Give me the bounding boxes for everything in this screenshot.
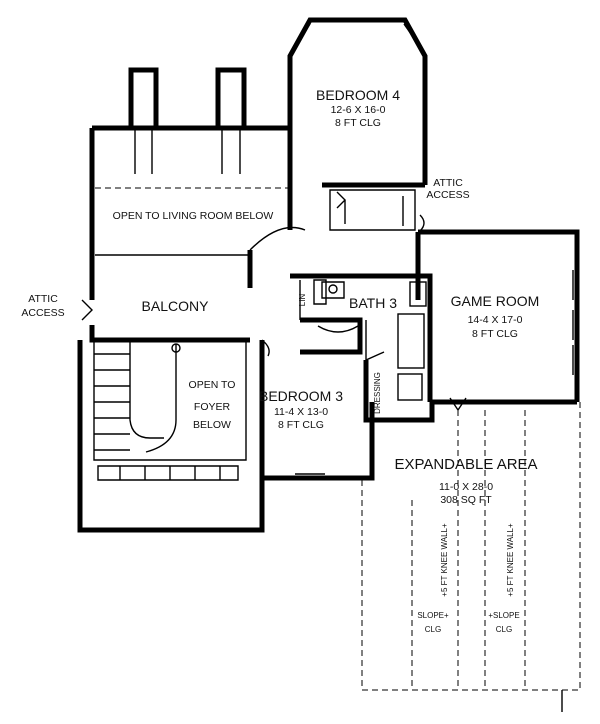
bath-vanity-wall — [300, 317, 363, 355]
expandable-dims: 11-0 X 28-0 — [439, 481, 493, 493]
chimney-hearths — [134, 128, 241, 174]
linen-closet — [299, 279, 327, 320]
balustrade — [97, 465, 239, 481]
balusters — [119, 466, 221, 480]
vanity-sink — [317, 325, 359, 333]
bath3-walls — [290, 273, 433, 402]
walls — [77, 17, 581, 712]
closet-outline — [329, 189, 416, 231]
dressing-label: DRESSING — [373, 372, 382, 414]
tub — [397, 313, 425, 369]
stair-rail — [129, 340, 164, 439]
sink-right — [409, 281, 427, 307]
attic-door-top — [419, 214, 425, 232]
open-foyer-3: BELOW — [193, 419, 231, 431]
expandable-sqft: 308 SQ FT — [440, 494, 492, 506]
gameroom-walls — [418, 229, 580, 402]
bedroom4-ceiling: 8 FT CLG — [335, 117, 381, 129]
expandable-outline — [361, 402, 581, 691]
stair-curve — [145, 344, 177, 453]
attic-arrow-left — [81, 299, 93, 321]
expandable-door — [449, 397, 467, 411]
open-living-label: OPEN TO LIVING ROOM BELOW — [113, 210, 274, 222]
bay-windows — [295, 23, 419, 45]
bath-door — [365, 320, 385, 362]
bedroom3-door — [261, 339, 270, 357]
balcony-label: BALCONY — [142, 298, 210, 314]
slope-left-2: CLG — [425, 625, 441, 634]
bedroom4-bay — [287, 17, 428, 185]
attic-access-left-1: ATTIC — [28, 293, 58, 305]
bedroom3-title: BEDROOM 3 — [259, 388, 343, 404]
newel-post — [171, 343, 181, 353]
stair-outer-wall — [77, 340, 265, 533]
gameroom-dims: 14-4 X 17-0 — [468, 314, 523, 326]
slope-right-1: +SLOPE — [488, 611, 519, 620]
bedroom3-dims: 11-4 X 13-0 — [274, 406, 328, 418]
attic-access-top-1: ATTIC — [433, 177, 463, 189]
corridor-arc — [249, 226, 306, 251]
open-foyer-2: FOYER — [194, 401, 231, 413]
bedroom3-ceiling: 8 FT CLG — [278, 419, 324, 431]
expandable-title: EXPANDABLE AREA — [394, 456, 537, 473]
attic-access-left-2: ACCESS — [21, 307, 64, 319]
stair-treads — [94, 353, 130, 451]
balcony-bottom-wall — [89, 325, 250, 343]
chimney-right — [215, 67, 247, 128]
knee-wall-left: +5 FT KNEE WALL+ — [440, 523, 449, 597]
knee-wall-right: +5 FT KNEE WALL+ — [506, 523, 515, 597]
open-foyer-1: OPEN TO — [189, 379, 236, 391]
gameroom-title: GAME ROOM — [451, 293, 540, 309]
slope-left-1: SLOPE+ — [417, 611, 449, 620]
attic-access-top-2: ACCESS — [426, 189, 469, 201]
bedroom4-title: BEDROOM 4 — [316, 87, 400, 103]
knee-walls — [411, 410, 526, 690]
linen-label: LIN — [298, 294, 307, 307]
bedroom3-walls — [259, 340, 375, 481]
gameroom-ceiling: 8 FT CLG — [472, 328, 518, 340]
stair-inner — [93, 340, 247, 461]
bedroom4-dims: 12-6 X 16-0 — [331, 104, 386, 116]
toilet — [321, 281, 345, 299]
closet-doors — [336, 191, 404, 226]
dressing-walls — [363, 360, 435, 423]
toilet-bowl — [328, 284, 338, 294]
bath3-label: BATH 3 — [349, 295, 397, 311]
sink-dressing — [397, 373, 423, 401]
chimney-left — [128, 67, 159, 128]
slope-right-2: CLG — [496, 625, 512, 634]
